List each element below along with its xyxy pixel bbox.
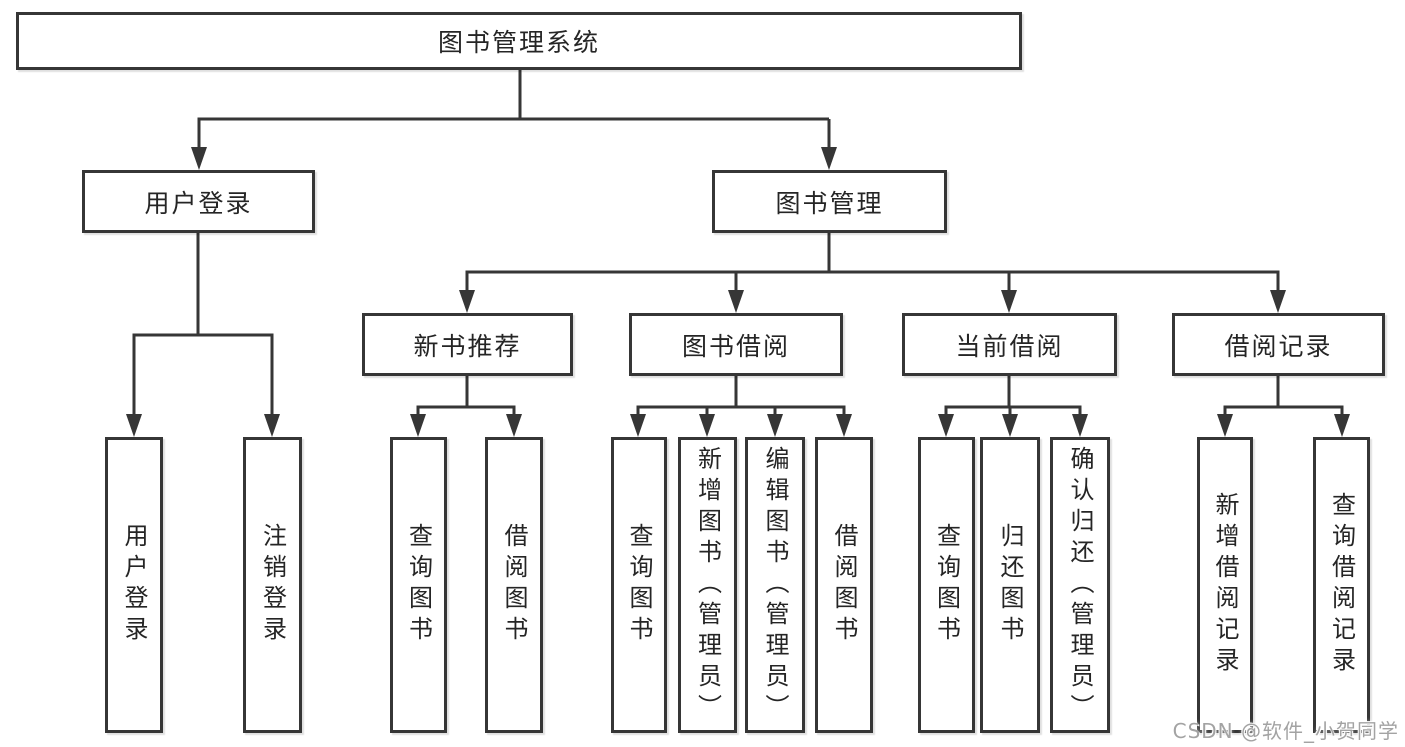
leaf-return-books: 归还图书 bbox=[980, 437, 1040, 733]
node-borrowing-records: 借阅记录 bbox=[1172, 313, 1385, 376]
leaf-edit-books-admin: 编辑图书（管理员） bbox=[745, 437, 805, 733]
leaf-add-borrow-record: 新增借阅记录 bbox=[1197, 437, 1253, 733]
node-current-borrowing: 当前借阅 bbox=[902, 313, 1117, 376]
node-user-login: 用户登录 bbox=[82, 170, 315, 233]
node-new-book-recommend: 新书推荐 bbox=[362, 313, 573, 376]
leaf-query-borrow-record: 查询借阅记录 bbox=[1313, 437, 1370, 733]
leaf-add-books-admin: 新增图书（管理员） bbox=[678, 437, 737, 733]
node-root-system: 图书管理系统 bbox=[16, 12, 1022, 70]
leaf-borrow-books-recommend: 借阅图书 bbox=[485, 437, 543, 733]
node-book-borrowing: 图书借阅 bbox=[629, 313, 843, 376]
leaf-user-login: 用户登录 bbox=[105, 437, 163, 733]
csdn-watermark: CSDN @软件_小贺同学 bbox=[1172, 719, 1399, 743]
leaf-query-books-borrowing: 查询图书 bbox=[611, 437, 667, 733]
leaf-logout: 注销登录 bbox=[243, 437, 302, 733]
leaf-query-books-current: 查询图书 bbox=[918, 437, 975, 733]
leaf-borrow-books-borrowing: 借阅图书 bbox=[815, 437, 873, 733]
node-book-management: 图书管理 bbox=[712, 170, 947, 233]
leaf-confirm-return-admin: 确认归还（管理员） bbox=[1050, 437, 1110, 733]
arrowheads bbox=[126, 147, 1350, 437]
leaf-query-books-recommend: 查询图书 bbox=[390, 437, 447, 733]
